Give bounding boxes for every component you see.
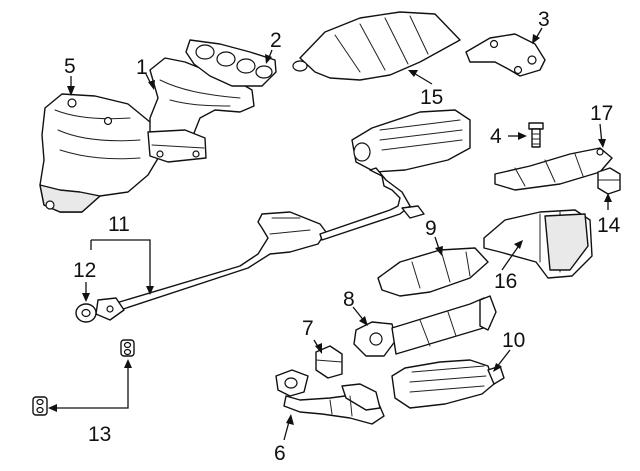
callout-3: 3 <box>538 8 550 31</box>
ring-gasket[interactable] <box>75 303 97 323</box>
hanger-rubber-lower[interactable] <box>32 396 48 416</box>
hanger-rubber-upper[interactable] <box>120 339 135 357</box>
callout-labels: 1 2 3 4 5 6 7 8 9 10 11 12 13 14 15 16 1… <box>64 8 621 465</box>
leader-lines <box>48 27 612 441</box>
bolt[interactable] <box>528 122 544 148</box>
mounting-bracket[interactable] <box>465 33 546 77</box>
catalytic-heat-shield[interactable] <box>494 147 613 191</box>
callout-4: 4 <box>490 125 502 148</box>
callout-12: 12 <box>73 259 96 282</box>
rubber-mount[interactable] <box>597 167 621 195</box>
catalytic-converter-upper[interactable] <box>351 109 471 173</box>
pipe-heat-shield[interactable] <box>377 247 489 297</box>
callout-7: 7 <box>302 317 314 340</box>
callout-1: 1 <box>136 56 148 79</box>
pipe-bracket[interactable] <box>315 345 343 379</box>
callout-10: 10 <box>502 329 525 352</box>
manifold-gasket[interactable] <box>185 39 277 87</box>
callout-8: 8 <box>343 288 355 311</box>
catalytic-converter-lower[interactable] <box>391 359 505 409</box>
exhaust-pipe[interactable] <box>95 167 425 321</box>
callout-16: 16 <box>494 270 517 293</box>
callout-17: 17 <box>590 102 613 125</box>
converter-heat-shield[interactable] <box>483 209 593 279</box>
callout-5: 5 <box>64 55 76 78</box>
callout-11: 11 <box>108 213 130 236</box>
callout-6: 6 <box>274 442 286 465</box>
callout-14: 14 <box>597 214 621 237</box>
callout-9: 9 <box>425 217 437 240</box>
manifold-heat-shield[interactable] <box>39 93 164 213</box>
upper-heat-shield[interactable] <box>292 11 461 81</box>
callout-2: 2 <box>270 29 282 52</box>
front-pipe[interactable] <box>275 369 385 425</box>
callout-13: 13 <box>88 423 111 446</box>
front-converter-pipe[interactable] <box>353 295 497 357</box>
callout-15: 15 <box>420 86 443 109</box>
